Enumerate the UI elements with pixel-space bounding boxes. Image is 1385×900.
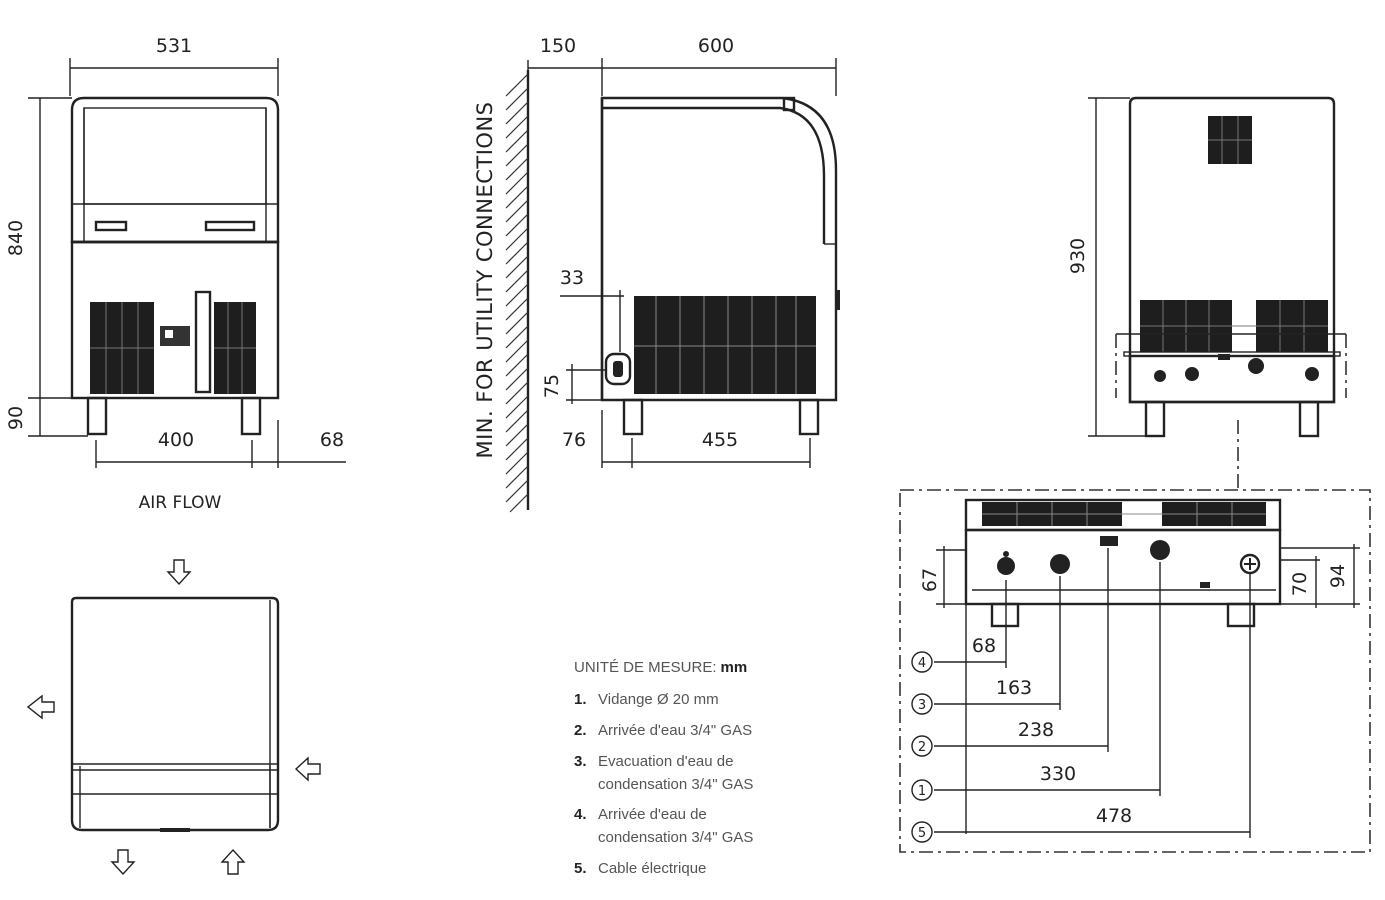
detail-right-height-2-label: 94 [1327,564,1349,588]
side-view: MIN. FOR UTILITY CONNECTIONS 150 600 [473,35,840,513]
front-view: 531 840 90 [5,35,346,468]
rear-height-label: 930 [1067,238,1089,274]
rear-view: 930 [1067,96,1347,490]
legend-item-num: 1. [574,691,587,708]
svg-text:5: 5 [918,826,926,841]
arrow-up-icon [220,848,246,875]
callout-1: 1 [911,779,933,801]
legend-item-num: 2. [574,722,587,739]
front-leg-height-label: 90 [5,406,27,430]
svg-text:1: 1 [918,784,926,799]
offset-1-value: 330 [1040,763,1076,785]
offset-5-value: 478 [1096,805,1132,827]
callout-5: 5 [911,821,933,843]
rear-detail: 67 70 94 68 163 238 330 478 4 [899,489,1371,853]
legend-item-num: 4. [574,806,587,823]
callout-2: 2 [911,735,933,757]
airflow-view: AIR FLOW [26,493,321,876]
legend-item-text-2: condensation 3/4" GAS [598,776,753,793]
legend-item-num: 5. [574,860,587,877]
offset-3-value: 163 [996,677,1032,699]
front-height-label: 840 [5,220,27,256]
svg-text:2: 2 [918,740,926,755]
legend-item-text: Arrivée d'eau 3/4" GAS [598,722,752,739]
front-leg-spacing-label: 400 [158,429,194,451]
detail-left-height-label: 67 [919,568,941,592]
side-leg-front-label: 76 [562,429,586,451]
side-drain-top-label: 33 [560,267,584,289]
side-clearance-label: 150 [540,35,576,57]
svg-text:3: 3 [918,698,926,713]
callout-4: 4 [911,651,933,673]
legend-item-text: Arrivée d'eau de [598,806,707,823]
arrow-down-icon [166,559,192,586]
legend-item-num: 3. [574,753,587,770]
side-depth-label: 600 [698,35,734,57]
legend-item-text: Cable électrique [598,860,706,877]
arrow-down-icon [110,849,136,876]
detail-right-height-1-label: 70 [1289,572,1311,596]
side-drain-height-label: 75 [541,374,563,398]
legend-item-text: Vidange Ø 20 mm [598,691,719,708]
offset-4-value: 68 [972,635,996,657]
arrow-left-icon [294,756,321,782]
side-leg-spacing-label: 455 [702,429,738,451]
legend-item-text: Evacuation d'eau de [598,753,733,770]
wall-clearance-label: MIN. FOR UTILITY CONNECTIONS [473,102,497,459]
legend-unit-value: mm [721,659,748,676]
offset-2-value: 238 [1018,719,1054,741]
legend: UNITÉ DE MESURE:mm 1. Vidange Ø 20 mm 2.… [574,659,753,877]
svg-text:4: 4 [918,656,926,671]
legend-unit: UNITÉ DE MESURE:mm [574,659,747,676]
arrow-left-icon [26,694,55,720]
airflow-title: AIR FLOW [139,493,222,513]
legend-item-text-2: condensation 3/4" GAS [598,829,753,846]
front-leg-offset-label: 68 [320,429,344,451]
legend-unit-label: UNITÉ DE MESURE: [574,659,717,676]
front-width-label: 531 [156,35,192,57]
callout-3: 3 [911,693,933,715]
